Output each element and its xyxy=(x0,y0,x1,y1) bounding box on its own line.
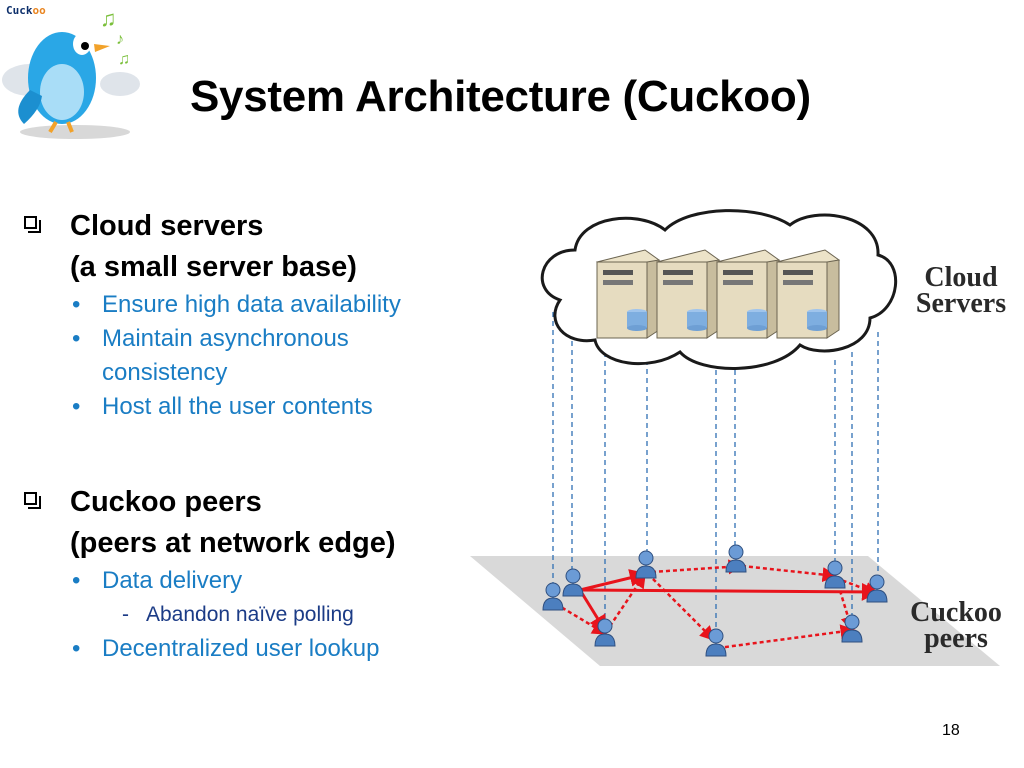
list-item: • Maintain asynchronous consistency xyxy=(22,322,422,390)
bullet-dot-icon: • xyxy=(72,325,81,352)
svg-text:♫: ♫ xyxy=(100,6,117,31)
cuckoo-logo: ♫ ♪ ♫ Cuckoo xyxy=(0,0,150,145)
user-peer-icon xyxy=(725,544,747,573)
section-heading-line2: (peers at network edge) xyxy=(70,527,396,559)
section-heading-line2: (a small server base) xyxy=(70,251,357,283)
user-peer-icon xyxy=(841,614,863,643)
logo-wordmark: Cuckoo xyxy=(6,4,46,17)
bullet-list: • Ensure high data availability • Maintain… xyxy=(22,288,422,424)
cuckoo-peers-label: Cuckoo peers xyxy=(896,597,1016,654)
peer-nodes xyxy=(542,544,888,657)
server-peer-dashed-links xyxy=(552,312,879,636)
cloud-label-line2: Servers xyxy=(915,288,1007,319)
list-item-label: Data delivery xyxy=(102,567,243,594)
section-cloud-servers: Cloud servers (a small server base) • Ens… xyxy=(22,206,422,424)
dash-bullet-icon: - xyxy=(122,603,129,626)
list-item: • Decentralized user lookup xyxy=(22,632,396,666)
svg-text:♪: ♪ xyxy=(116,31,124,48)
section-cuckoo-peers: Cuckoo peers (peers at network edge) • Da… xyxy=(22,482,396,666)
cuckoo-bird-mascot-icon: ♫ ♪ ♫ xyxy=(2,6,140,139)
bullet-dot-icon: • xyxy=(72,291,81,318)
list-item: • Data delivery xyxy=(22,564,396,598)
server-icon xyxy=(775,249,841,339)
bullet-dot-icon: • xyxy=(72,567,81,594)
bullet-list: • Data delivery -Abandon naïve polling • D… xyxy=(22,564,396,666)
list-item: • Ensure high data availability xyxy=(22,288,422,322)
section-heading: Cloud servers (a small server base) xyxy=(22,206,422,288)
server-icon xyxy=(595,249,661,339)
user-peer-icon xyxy=(594,618,616,647)
list-item-label: Maintain asynchronous consistency xyxy=(102,325,349,386)
user-peer-icon xyxy=(635,550,657,579)
list-item-label: Host all the user contents xyxy=(102,393,373,420)
checkbox-bullet-icon xyxy=(24,492,41,509)
user-peer-icon xyxy=(542,582,564,611)
list-item: • Host all the user contents xyxy=(22,390,422,424)
user-peer-icon xyxy=(705,628,727,657)
cloud-label-line1: Cloud xyxy=(924,262,998,293)
section-heading-line1: Cuckoo peers xyxy=(70,486,262,518)
sub-list-item: -Abandon naïve polling xyxy=(22,598,396,632)
list-item-label: Ensure high data availability xyxy=(102,291,401,318)
server-rack-group xyxy=(595,249,841,339)
user-peer-icon xyxy=(824,560,846,589)
peers-label-line2: peers xyxy=(924,623,988,654)
list-item-label: Decentralized user lookup xyxy=(102,635,380,662)
list-item-label: Abandon naïve polling xyxy=(146,603,354,626)
server-icon xyxy=(715,249,781,339)
architecture-diagram xyxy=(470,209,1000,666)
user-peer-icon xyxy=(866,574,888,603)
bullet-dot-icon: • xyxy=(72,393,81,420)
peers-label-line1: Cuckoo xyxy=(910,597,1002,628)
slide-title: System Architecture (Cuckoo) xyxy=(190,72,811,121)
server-icon xyxy=(655,249,721,339)
svg-text:♫: ♫ xyxy=(118,51,130,68)
user-peer-icon xyxy=(562,568,584,597)
section-heading-line1: Cloud servers xyxy=(70,210,264,242)
page-number: 18 xyxy=(942,722,960,739)
bullet-dot-icon: • xyxy=(72,635,81,662)
checkbox-bullet-icon xyxy=(24,216,41,233)
section-heading: Cuckoo peers (peers at network edge) xyxy=(22,482,396,564)
cloud-servers-label: Cloud Servers xyxy=(903,262,1019,319)
